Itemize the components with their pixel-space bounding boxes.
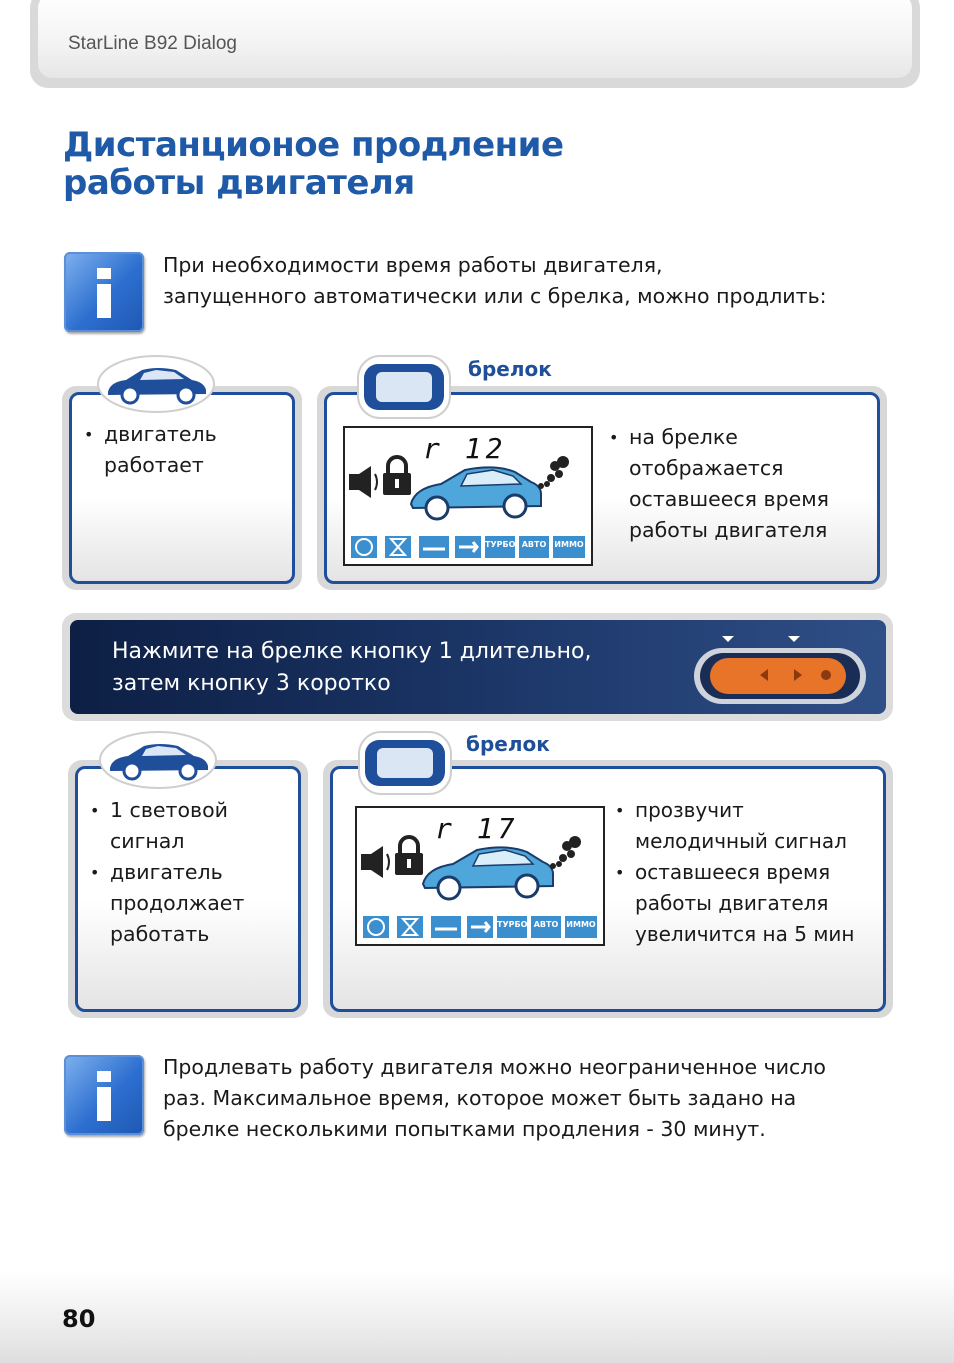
lcd-icon-immo: ИММО bbox=[554, 540, 584, 549]
note-line2: раз. Максимальное время, которое может б… bbox=[163, 1086, 797, 1110]
car-status-text: двигатель bbox=[104, 422, 217, 446]
fob-info-item: прозвучит мелодичный сигнал bbox=[615, 795, 877, 857]
fob-info-text: прозвучит bbox=[635, 798, 744, 822]
page-footer bbox=[0, 1272, 954, 1363]
lcd-icon-auto: АВТО bbox=[533, 920, 559, 929]
instruction-line2: затем кнопку 3 коротко bbox=[112, 671, 391, 696]
button3-marker-icon bbox=[788, 636, 800, 642]
fob-badge-icon bbox=[356, 354, 452, 420]
lcd-icon-auto: АВТО bbox=[521, 540, 547, 549]
fob-info-text: работы двигателя bbox=[635, 891, 829, 915]
fob-info-list-2: прозвучит мелодичный сигнал оставшееся в… bbox=[615, 795, 877, 950]
fob-info-item: на брелке отображается оставшееся время … bbox=[609, 422, 869, 546]
lcd-status-icons bbox=[351, 536, 585, 558]
page-title: Дистанционое продление работы двигателя bbox=[63, 126, 564, 202]
button1-marker-icon bbox=[722, 636, 734, 642]
car-icon bbox=[421, 846, 554, 901]
car-status-text: двигатель bbox=[110, 860, 223, 884]
siren-icon bbox=[361, 846, 390, 878]
exhaust-icon bbox=[550, 836, 581, 869]
fob-info-text: оставшееся время bbox=[629, 487, 830, 511]
lcd-reading: r 12 bbox=[423, 432, 507, 465]
lcd-reading: r 17 bbox=[435, 812, 519, 845]
fob-label: брелок bbox=[466, 732, 550, 756]
car-badge-icon bbox=[96, 354, 216, 414]
lock-icon bbox=[383, 455, 411, 495]
note-line1: Продлевать работу двигателя можно неогра… bbox=[163, 1055, 826, 1079]
car-status-list: двигатель работает bbox=[84, 419, 279, 481]
page-number: 80 bbox=[62, 1305, 96, 1333]
fob-info-text: отображается bbox=[629, 456, 784, 480]
lock-icon bbox=[395, 835, 423, 875]
car-status-item: 1 световой сигнал bbox=[90, 795, 290, 857]
fob-info-text: работы двигателя bbox=[629, 518, 828, 542]
page-title-line2: работы двигателя bbox=[63, 163, 415, 203]
siren-icon bbox=[349, 466, 378, 498]
instruction-text: Нажмите на брелке кнопку 1 длительно, за… bbox=[112, 636, 591, 700]
fob-info-item: оставшееся время работы двигателя увелич… bbox=[615, 857, 877, 950]
note-line3: брелке несколькими попытками продления -… bbox=[163, 1117, 766, 1141]
info-icon bbox=[64, 252, 144, 332]
fob-info-text: на брелке bbox=[629, 425, 738, 449]
car-icon bbox=[409, 466, 542, 521]
car-status-list-2: 1 световой сигнал двигатель продолжает р… bbox=[90, 795, 290, 950]
info-icon bbox=[64, 1055, 144, 1135]
fob-lcd-display: r 12 bbox=[343, 426, 593, 566]
doc-title: StarLine B92 Dialog bbox=[68, 33, 237, 54]
page-title-line1: Дистанционое продление bbox=[63, 125, 564, 165]
fob-button-illustration bbox=[690, 630, 870, 710]
intro-text: При необходимости время работы двигателя… bbox=[163, 250, 827, 312]
instruction-line1: Нажмите на брелке кнопку 1 длительно, bbox=[112, 639, 592, 664]
intro-line1: При необходимости время работы двигателя… bbox=[163, 253, 663, 277]
fob-lcd-display-2: r 17 bbox=[355, 806, 605, 946]
header-panel bbox=[38, 0, 912, 78]
car-status-item: двигатель работает bbox=[84, 419, 279, 481]
exhaust-icon bbox=[538, 456, 569, 489]
lcd-icon-turbo: ТУРБО bbox=[497, 920, 528, 929]
fob-info-text: оставшееся время bbox=[635, 860, 831, 884]
car-status-text: продолжает bbox=[110, 891, 245, 915]
lcd-icon-immo: ИММО bbox=[566, 920, 596, 929]
fob-info-text: увеличится на 5 мин bbox=[635, 922, 855, 946]
lcd-icon-turbo: ТУРБО bbox=[485, 540, 516, 549]
car-badge-icon bbox=[98, 730, 218, 790]
lcd-status-icons bbox=[363, 916, 597, 938]
fob-label: брелок bbox=[468, 357, 552, 381]
fob-info-list: на брелке отображается оставшееся время … bbox=[609, 422, 869, 546]
car-status-text: работать bbox=[110, 922, 210, 946]
fob-info-text: мелодичный сигнал bbox=[635, 829, 847, 853]
car-status-text: сигнал bbox=[110, 829, 185, 853]
fob-badge-icon bbox=[357, 730, 453, 796]
car-status-item: двигатель продолжает работать bbox=[90, 857, 290, 950]
note-text: Продлевать работу двигателя можно неогра… bbox=[163, 1052, 826, 1145]
car-status-text: 1 световой bbox=[110, 798, 228, 822]
car-status-text: работает bbox=[104, 453, 204, 477]
intro-line2: запущенного автоматически или с брелка, … bbox=[163, 284, 827, 308]
